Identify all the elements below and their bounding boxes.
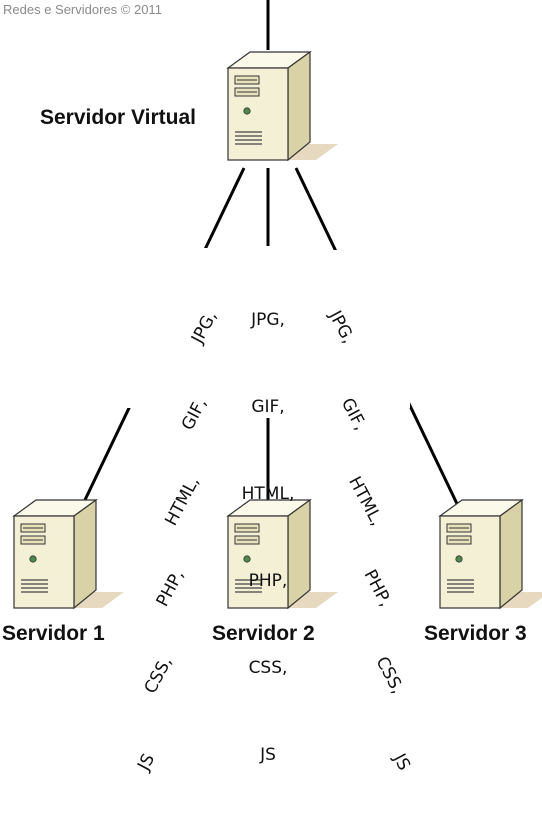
server-2-label: Servidor 2	[212, 622, 315, 645]
virtual-server-label: Servidor Virtual	[40, 106, 197, 129]
file-type: GIF,	[251, 397, 285, 417]
file-type: PHP,	[248, 571, 288, 591]
file-type: HTML,	[344, 473, 387, 530]
file-types-server-1: JPG, GIF, HTML, PHP, CSS, JS	[128, 255, 221, 835]
server-1-label: Servidor 1	[2, 622, 105, 645]
file-type: PHP,	[152, 566, 189, 611]
server-3-label: Servidor 3	[424, 622, 527, 645]
server-icon	[439, 499, 542, 609]
server-icon	[13, 499, 125, 609]
file-type: PHP,	[359, 566, 396, 611]
file-type: HTML,	[241, 484, 295, 504]
file-types-server-3: JPG, GIF, HTML, PHP, CSS, JS	[322, 255, 414, 835]
file-type: CSS,	[140, 653, 177, 698]
diagram-canvas: Redes e Servidores © 2011	[2, 0, 542, 774]
file-type: JPG,	[251, 310, 285, 330]
diagram-svg	[13, 0, 542, 609]
file-type: JS	[134, 750, 160, 774]
file-types-server-2: JPG, GIF, HTML, PHP, CSS, JS	[230, 248, 306, 828]
file-type: CSS,	[248, 658, 288, 678]
file-type: HTML,	[161, 473, 204, 530]
watermark: Redes e Servidores © 2011	[3, 2, 162, 17]
file-type: GIF,	[336, 394, 371, 434]
file-type: JS	[388, 750, 414, 774]
server-icon	[227, 51, 339, 161]
file-type: JS	[260, 745, 276, 765]
